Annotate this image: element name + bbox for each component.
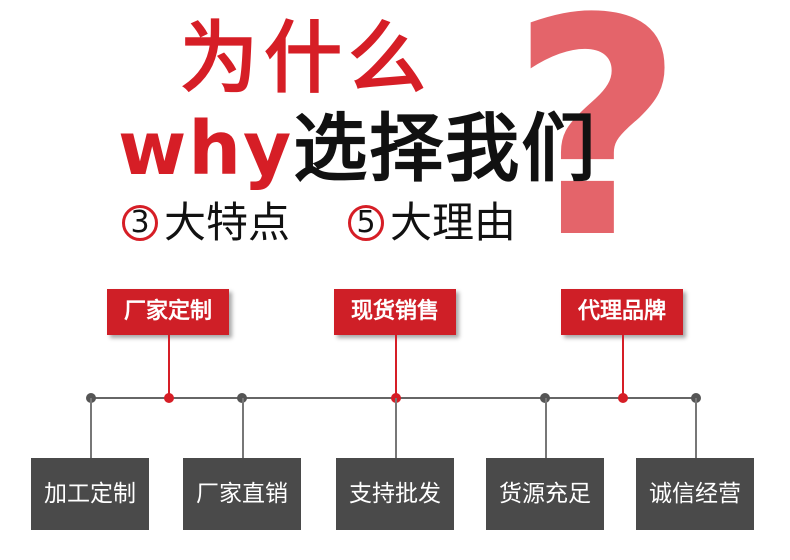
- connector-line: [622, 335, 624, 397]
- number-circle-icon: 3: [122, 205, 158, 241]
- title-line-1: 为什么: [180, 14, 433, 104]
- connector-line: [395, 398, 397, 458]
- grey-box-ample-supply: 货源充足: [486, 458, 604, 530]
- subtitle-features-text: 大特点: [164, 198, 291, 247]
- timeline-dot: [164, 393, 174, 403]
- grey-box-processing-custom: 加工定制: [31, 458, 149, 530]
- red-label-stock-sales: 现货销售: [334, 289, 456, 335]
- connector-line: [90, 398, 92, 458]
- red-label-factory-custom: 厂家定制: [107, 289, 229, 335]
- title-choose-us: 选择我们: [293, 106, 598, 192]
- connector-line: [695, 398, 697, 458]
- connector-line: [545, 398, 547, 458]
- grey-box-honest-business: 诚信经营: [636, 458, 754, 530]
- connector-line: [242, 398, 244, 458]
- subtitle-reasons-text: 大理由: [390, 198, 517, 247]
- grey-box-wholesale: 支持批发: [336, 458, 454, 530]
- title-line-2: why选择我们: [118, 112, 597, 186]
- red-label-agent-brand: 代理品牌: [561, 289, 683, 335]
- connector-line: [395, 335, 397, 397]
- number-circle-icon: 5: [348, 205, 384, 241]
- grey-box-factory-direct: 厂家直销: [183, 458, 301, 530]
- timeline-dot: [618, 393, 628, 403]
- title-why: why: [118, 106, 294, 192]
- connector-line: [168, 335, 170, 397]
- question-mark-graphic: ?: [510, 0, 685, 304]
